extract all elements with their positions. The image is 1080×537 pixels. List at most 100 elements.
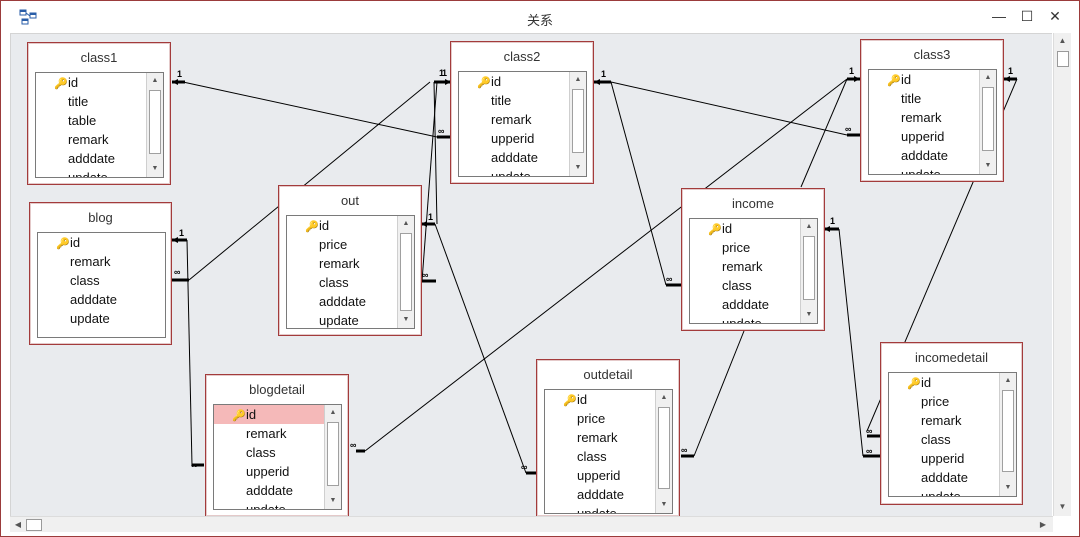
field-item[interactable]: 🔑id: [869, 70, 996, 89]
scroll-up-icon[interactable]: ▲: [574, 76, 582, 83]
relationship-line[interactable]: [182, 81, 438, 138]
scroll-thumb[interactable]: [26, 519, 42, 531]
field-scrollbar[interactable]: ▲▼: [999, 373, 1016, 496]
scroll-down-icon[interactable]: ▼: [329, 497, 337, 504]
field-item[interactable]: title: [901, 91, 922, 106]
field-item[interactable]: remark: [246, 426, 287, 441]
scroll-up-icon[interactable]: ▲: [984, 74, 992, 81]
field-scrollbar[interactable]: ▲▼: [979, 70, 996, 174]
field-item[interactable]: class: [921, 432, 951, 447]
horizontal-scrollbar[interactable]: ◀ ▶: [10, 516, 1053, 532]
field-item[interactable]: adddate: [722, 297, 769, 312]
scroll-thumb[interactable]: [1057, 51, 1069, 67]
field-item[interactable]: update: [921, 489, 961, 497]
field-item[interactable]: remark: [70, 254, 111, 269]
field-item[interactable]: remark: [68, 132, 109, 147]
scroll-left-icon[interactable]: ◀: [14, 520, 22, 529]
scroll-down-icon[interactable]: ▼: [805, 311, 813, 318]
scroll-thumb[interactable]: [982, 87, 994, 151]
scroll-up-icon[interactable]: ▲: [151, 77, 159, 84]
scroll-thumb[interactable]: [327, 422, 339, 486]
scroll-down-icon[interactable]: ▼: [151, 165, 159, 172]
table-out[interactable]: out 🔑id price remark class adddate updat…: [278, 185, 422, 336]
table-class3[interactable]: class3 🔑id title remark upperid adddate …: [860, 39, 1004, 182]
table-title[interactable]: class3: [913, 47, 951, 62]
field-item[interactable]: price: [722, 240, 751, 255]
field-item[interactable]: table: [68, 113, 97, 128]
field-scrollbar[interactable]: ▲▼: [800, 219, 817, 323]
scroll-down-icon[interactable]: ▼: [1058, 502, 1067, 511]
field-item[interactable]: class: [722, 278, 752, 293]
scroll-down-icon[interactable]: ▼: [402, 316, 410, 323]
scroll-thumb[interactable]: [149, 90, 161, 154]
field-item[interactable]: remark: [921, 413, 962, 428]
scroll-up-icon[interactable]: ▲: [329, 409, 337, 416]
field-item[interactable]: price: [319, 237, 348, 252]
field-item[interactable]: update: [577, 506, 617, 514]
relationship-line[interactable]: [838, 228, 864, 457]
field-scrollbar[interactable]: ▲▼: [397, 216, 414, 328]
table-title[interactable]: blogdetail: [249, 382, 305, 397]
field-item[interactable]: update: [70, 311, 110, 326]
field-item[interactable]: price: [921, 394, 950, 409]
table-title[interactable]: blog: [88, 210, 113, 225]
scroll-thumb[interactable]: [400, 233, 412, 311]
field-item[interactable]: update: [722, 316, 762, 324]
field-item[interactable]: 🔑id: [459, 72, 586, 91]
field-scrollbar[interactable]: ▲▼: [655, 390, 672, 513]
field-item[interactable]: 🔑id: [38, 233, 165, 252]
field-item[interactable]: 🔑id: [36, 73, 163, 92]
field-item[interactable]: adddate: [491, 150, 538, 165]
maximize-button[interactable]: ☐: [1020, 8, 1034, 24]
relationship-line[interactable]: [800, 78, 848, 188]
table-title[interactable]: income: [732, 196, 774, 211]
field-item[interactable]: upperid: [491, 131, 535, 146]
field-item[interactable]: remark: [722, 259, 763, 274]
field-item[interactable]: adddate: [577, 487, 624, 502]
field-scrollbar[interactable]: ▲▼: [569, 72, 586, 176]
table-title[interactable]: incomedetail: [915, 350, 988, 365]
field-item[interactable]: upperid: [577, 468, 621, 483]
scroll-up-icon[interactable]: ▲: [1058, 36, 1067, 45]
field-item[interactable]: upperid: [901, 129, 945, 144]
field-list[interactable]: 🔑id remark class upperid adddate update …: [213, 404, 342, 510]
scroll-down-icon[interactable]: ▼: [574, 164, 582, 171]
field-list[interactable]: 🔑id title remark upperid adddate update …: [458, 71, 587, 177]
field-item[interactable]: adddate: [70, 292, 117, 307]
relationship-line[interactable]: [186, 239, 193, 466]
field-item[interactable]: class: [70, 273, 100, 288]
field-list[interactable]: 🔑id title remark upperid adddate update …: [868, 69, 997, 175]
field-item[interactable]: update: [491, 169, 531, 177]
field-list[interactable]: 🔑id price remark class upperid adddate u…: [544, 389, 673, 514]
scroll-thumb[interactable]: [803, 236, 815, 300]
field-list[interactable]: 🔑id price remark class adddate update ▲▼: [286, 215, 415, 329]
table-incomedetail[interactable]: incomedetail 🔑id price remark class uppe…: [880, 342, 1023, 505]
scroll-right-icon[interactable]: ▶: [1039, 520, 1047, 529]
relationship-line[interactable]: [364, 78, 848, 452]
scroll-down-icon[interactable]: ▼: [984, 162, 992, 169]
scroll-up-icon[interactable]: ▲: [402, 220, 410, 227]
field-item[interactable]: 🔑id: [889, 373, 1016, 392]
table-income[interactable]: income 🔑id price remark class adddate up…: [681, 188, 825, 331]
field-list[interactable]: 🔑id remark class adddate update: [37, 232, 166, 338]
field-item[interactable]: title: [491, 93, 512, 108]
scroll-thumb[interactable]: [572, 89, 584, 153]
minimize-button[interactable]: —: [992, 8, 1006, 24]
field-list[interactable]: 🔑id price remark class adddate update ▲▼: [689, 218, 818, 324]
field-list[interactable]: 🔑id title table remark adddate update ▲▼: [35, 72, 164, 178]
relationships-canvas[interactable]: 1 1 1 1 1 1 1 1 1 ∞ ∞ ∞ ∞ ∞ ∞ ∞ ∞ ∞ ∞ ∞: [10, 33, 1052, 516]
field-item[interactable]: price: [577, 411, 606, 426]
scroll-up-icon[interactable]: ▲: [805, 223, 813, 230]
field-scrollbar[interactable]: ▲▼: [146, 73, 163, 177]
table-title[interactable]: class2: [503, 49, 541, 64]
relationship-line[interactable]: [610, 81, 667, 286]
field-item[interactable]: 🔑id: [287, 216, 414, 235]
field-item[interactable]: remark: [319, 256, 360, 271]
field-item[interactable]: title: [68, 94, 89, 109]
scroll-down-icon[interactable]: ▼: [1004, 484, 1012, 491]
table-blogdetail[interactable]: blogdetail 🔑id remark class upperid addd…: [205, 374, 349, 516]
field-item[interactable]: 🔑id: [214, 405, 341, 424]
table-title[interactable]: outdetail: [583, 367, 633, 382]
field-item[interactable]: update: [68, 170, 108, 178]
field-item[interactable]: update: [319, 313, 359, 328]
